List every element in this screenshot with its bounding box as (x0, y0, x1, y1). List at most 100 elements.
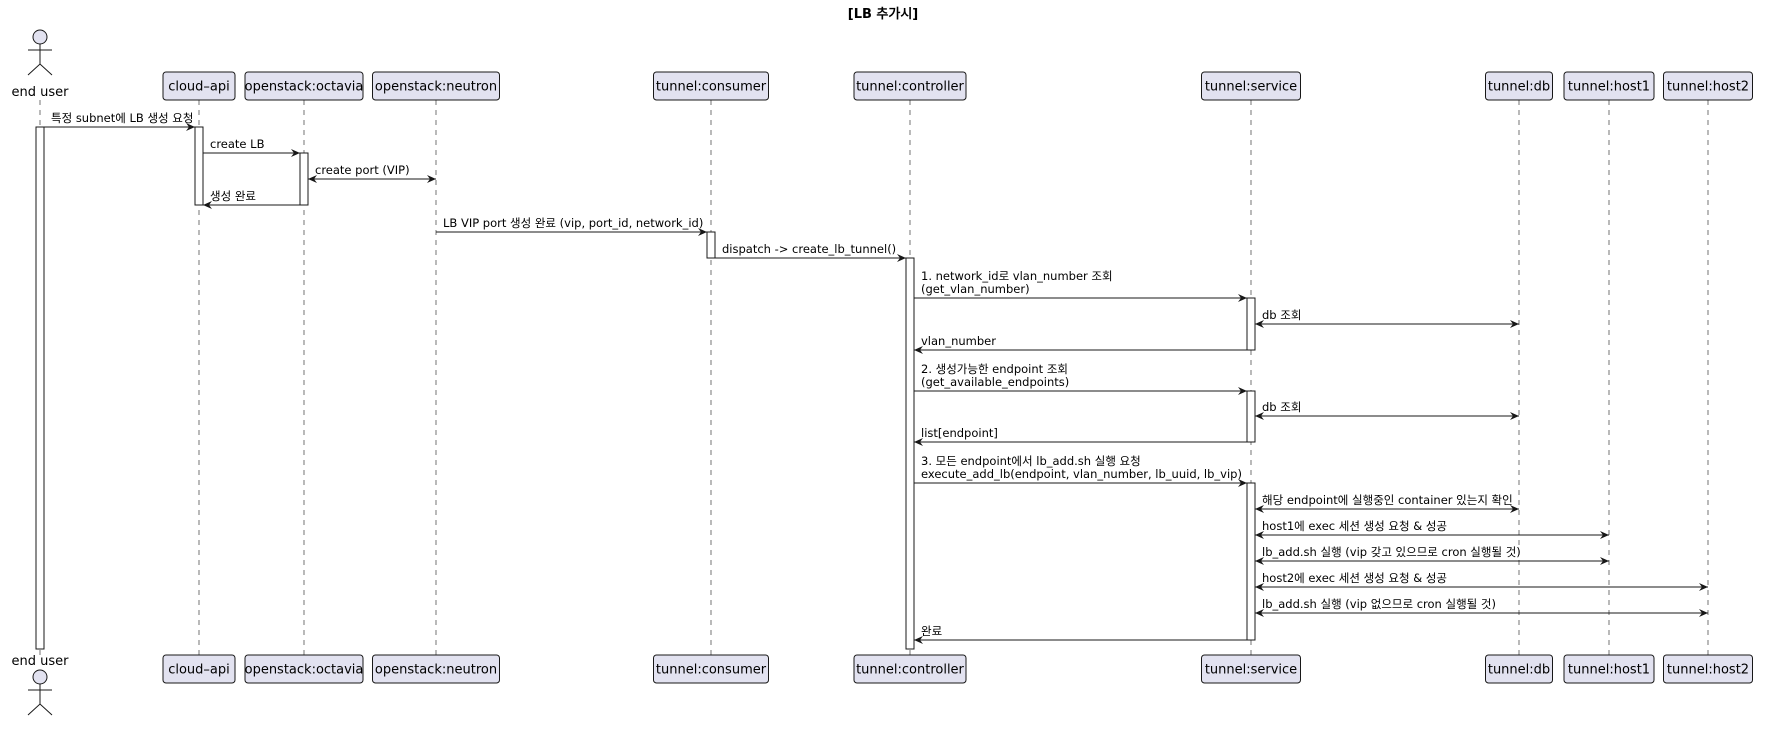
participant-host2-top: tunnel:host2 (1663, 71, 1753, 101)
participant-label: tunnel:host2 (1667, 80, 1749, 95)
message-label: 3. 모든 endpoint에서 lb_add.sh 실행 요청 (921, 454, 1141, 468)
message-13: 해당 endpoint에 실행중인 container 있는지 확인 (1255, 493, 1519, 513)
arrow-head (897, 254, 906, 262)
actor-bottom: end user (12, 654, 70, 716)
participant-box (1201, 71, 1301, 101)
participant-box (372, 71, 500, 101)
participant-box (244, 654, 364, 684)
message-label: execute_add_lb(endpoint, vlan_number, lb… (921, 467, 1242, 481)
message-3: 생성 완료 (203, 189, 300, 209)
message-label: (get_vlan_number) (921, 282, 1030, 296)
activation-octavia (299, 152, 309, 206)
participant-label: tunnel:host1 (1568, 80, 1650, 95)
arrow-head (698, 228, 707, 236)
participant-label: openstack:neutron (375, 663, 497, 678)
participant-label: cloud–api (168, 80, 230, 95)
arrow-head (1510, 412, 1519, 420)
activation-enduser (35, 126, 45, 650)
message-2: create port (VIP) (308, 163, 436, 183)
participant-label: openstack:octavia (245, 80, 364, 95)
arrow-head (914, 346, 923, 354)
participant-label: openstack:neutron (375, 80, 497, 95)
participant-box (1663, 654, 1753, 684)
message-label: 생성 완료 (210, 189, 256, 203)
actor-label: end user (12, 654, 70, 669)
participant-cloudapi-bottom: cloud–api (162, 654, 236, 684)
participant-cloudapi-top: cloud–api (162, 71, 236, 101)
participant-box (372, 654, 500, 684)
participant-octavia-top: openstack:octavia (244, 71, 364, 101)
arrow-head (1255, 557, 1264, 565)
participant-service-bottom: tunnel:service (1201, 654, 1301, 684)
participant-box (162, 71, 236, 101)
participant-consumer-bottom: tunnel:consumer (653, 654, 769, 684)
participant-db-bottom: tunnel:db (1485, 654, 1553, 684)
arrow-head (186, 123, 195, 131)
message-label: create port (VIP) (315, 163, 410, 177)
message-label: 해당 endpoint에 실행중인 container 있는지 확인 (1262, 493, 1513, 507)
message-1: create LB (203, 137, 300, 157)
message-12: 3. 모든 endpoint에서 lb_add.sh 실행 요청execute_… (914, 454, 1247, 487)
participant-consumer-top: tunnel:consumer (653, 71, 769, 101)
arrow-head (914, 636, 923, 644)
message-5: dispatch -> create_lb_tunnel() (715, 242, 906, 262)
message-15: lb_add.sh 실행 (vip 갖고 있으므로 cron 실행될 것) (1255, 545, 1609, 565)
participant-controller-bottom: tunnel:controller (853, 654, 967, 684)
participant-label: tunnel:service (1205, 663, 1297, 678)
participant-box (162, 654, 236, 684)
participant-label: tunnel:db (1488, 663, 1550, 678)
participant-octavia-bottom: openstack:octavia (244, 654, 364, 684)
message-4: LB VIP port 생성 완료 (vip, port_id, network… (436, 216, 707, 236)
arrow-head (1255, 531, 1264, 539)
activation-service (1246, 390, 1256, 443)
arrow-head (291, 149, 300, 157)
participant-box (1563, 654, 1655, 684)
activation-consumer (706, 231, 716, 259)
actor-head (32, 29, 48, 45)
arrow-head (427, 175, 436, 183)
participant-host1-bottom: tunnel:host1 (1563, 654, 1655, 684)
activation-cloudapi (194, 126, 204, 206)
arrow-head (1255, 320, 1264, 328)
message-14: host1에 exec 세션 생성 요청 & 성공 (1255, 519, 1609, 539)
activation-service (1246, 297, 1256, 351)
message-label: db 조회 (1262, 308, 1301, 322)
activation-controller (905, 257, 915, 650)
message-label: dispatch -> create_lb_tunnel() (722, 242, 896, 256)
message-label: db 조회 (1262, 400, 1301, 414)
arrow-head (203, 201, 212, 209)
participant-label: tunnel:controller (856, 80, 964, 95)
message-label: host1에 exec 세션 생성 요청 & 성공 (1262, 519, 1447, 533)
message-label: 1. network_id로 vlan_number 조회 (921, 269, 1113, 283)
arrow-head (1238, 294, 1247, 302)
message-label: lb_add.sh 실행 (vip 갖고 있으므로 cron 실행될 것) (1262, 545, 1521, 559)
message-label: (get_available_endpoints) (921, 375, 1069, 389)
arrow-head (1600, 557, 1609, 565)
arrow-head (1510, 505, 1519, 513)
participant-box (1563, 71, 1655, 101)
message-label: 특정 subnet에 LB 생성 요청 (51, 111, 193, 125)
arrow-head (1255, 505, 1264, 513)
message-label: LB VIP port 생성 완료 (vip, port_id, network… (443, 216, 703, 230)
actor-legs (27, 63, 53, 76)
participant-host1-top: tunnel:host1 (1563, 71, 1655, 101)
arrow-head (308, 175, 317, 183)
actor-label: end user (12, 85, 70, 100)
participant-host2-bottom: tunnel:host2 (1663, 654, 1753, 684)
participant-label: tunnel:host2 (1667, 663, 1749, 678)
message-label: vlan_number (921, 334, 996, 348)
participant-label: cloud–api (168, 663, 230, 678)
activation-service (1246, 482, 1256, 641)
message-label: list[endpoint] (921, 426, 998, 440)
participant-service-top: tunnel:service (1201, 71, 1301, 101)
participant-label: tunnel:consumer (656, 80, 767, 95)
participant-label: tunnel:db (1488, 80, 1550, 95)
arrow-head (1238, 387, 1247, 395)
actor-head (32, 669, 48, 685)
message-label: create LB (210, 137, 265, 151)
participant-box (1663, 71, 1753, 101)
participant-neutron-top: openstack:neutron (372, 71, 500, 101)
diagram-title: [LB 추가시] (848, 6, 918, 22)
participant-box (1485, 71, 1553, 101)
